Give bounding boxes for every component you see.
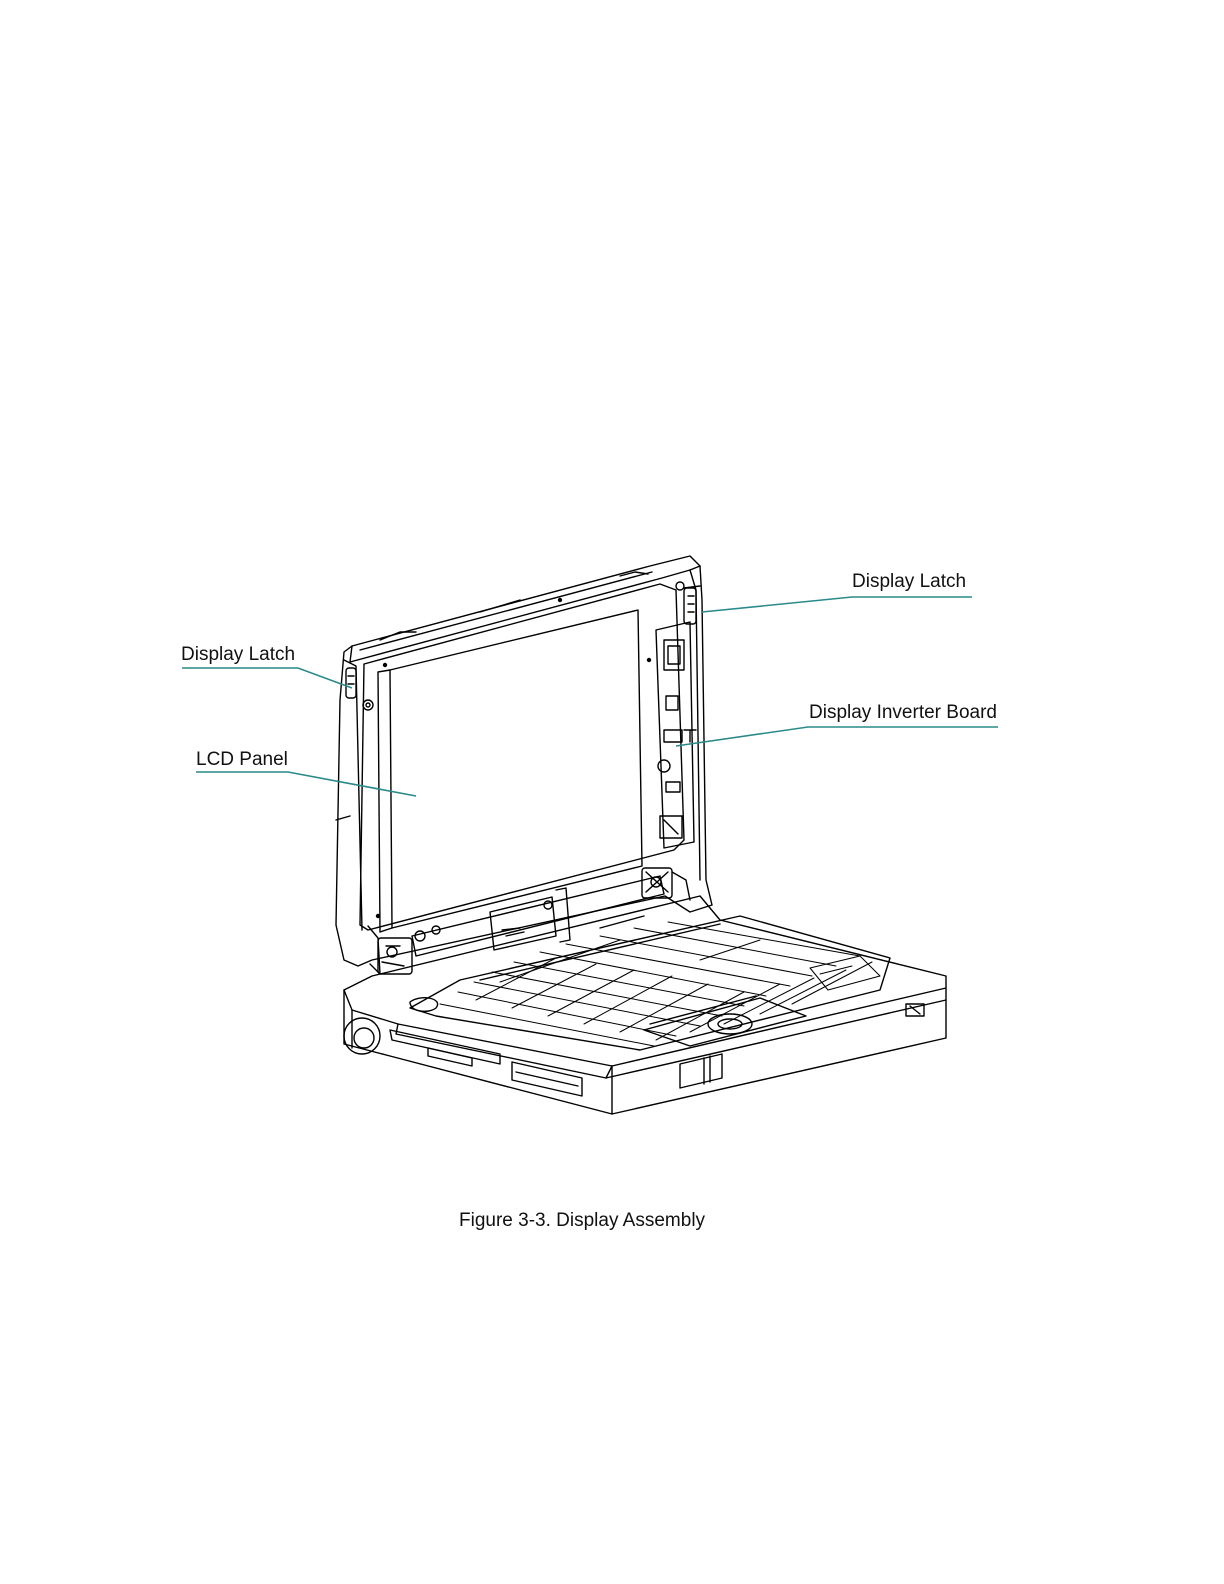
hinge-cover xyxy=(412,876,664,956)
display-latch-right-part xyxy=(676,582,696,624)
leader-lines xyxy=(182,597,998,796)
leader-display-latch-left xyxy=(182,668,352,688)
hinge-left xyxy=(368,926,440,974)
leader-lcd-panel xyxy=(196,772,416,796)
callout-display-latch-left: Display Latch xyxy=(181,645,295,664)
leader-display-inverter-board xyxy=(676,727,998,746)
laptop-base xyxy=(344,896,946,1114)
leader-display-latch-right xyxy=(702,597,972,612)
hinge-right xyxy=(642,868,690,900)
lcd-panel xyxy=(378,610,642,932)
callout-display-inverter-board: Display Inverter Board xyxy=(809,703,997,722)
display-latch-left-part xyxy=(346,668,373,710)
figure-caption: Figure 3-3. Display Assembly xyxy=(459,1211,705,1230)
display-inverter-board xyxy=(656,622,696,848)
callout-lcd-panel: LCD Panel xyxy=(196,750,288,769)
base-side-ports xyxy=(344,1018,582,1096)
callout-display-latch-right: Display Latch xyxy=(852,572,966,591)
laptop-line-drawing xyxy=(336,556,946,1114)
